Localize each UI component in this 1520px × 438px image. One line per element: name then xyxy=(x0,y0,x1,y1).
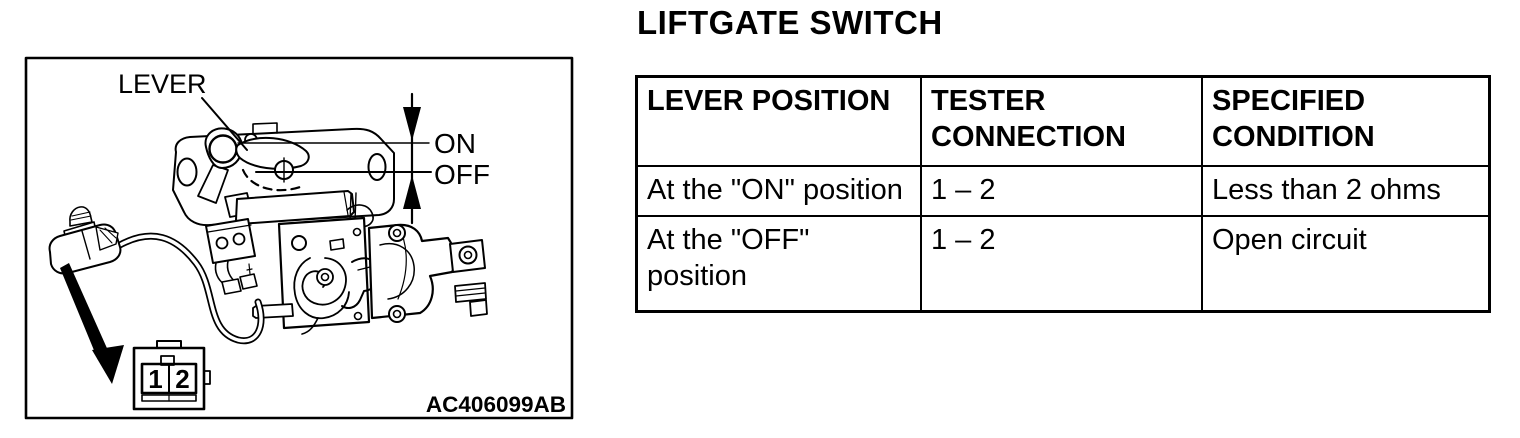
pointer-arrow xyxy=(60,263,124,384)
actuator-housing xyxy=(367,223,457,323)
microswitch-block xyxy=(205,218,258,295)
leader-line xyxy=(201,97,248,151)
down-arrow-icon xyxy=(403,107,421,141)
lever-label: LEVER xyxy=(118,69,207,99)
on-label: ON xyxy=(434,128,476,159)
trim-clip xyxy=(69,206,93,227)
row1-specified-condition: Less than 2 ohms xyxy=(1203,167,1488,217)
row2-lever-position: At the "OFF" position xyxy=(638,217,922,310)
row2-specified-condition: Open circuit xyxy=(1212,224,1367,256)
row1-tester-connection: 1 – 2 xyxy=(922,167,1203,217)
lever-travel-arc xyxy=(241,168,305,192)
lever-callout: LEVER xyxy=(118,69,248,151)
pin-2-label: 2 xyxy=(175,364,189,394)
header-lever-position: LEVER POSITION xyxy=(638,78,922,167)
header-tester-connection: TESTER CONNECTION xyxy=(922,78,1203,167)
wire-harness xyxy=(114,232,265,345)
row1-lever-position: At the "ON" position xyxy=(638,167,922,217)
off-label: OFF xyxy=(434,159,490,190)
spec-table: LEVER POSITION TESTER CONNECTION SPECIFI… xyxy=(635,75,1491,313)
pin-1-label: 1 xyxy=(148,364,162,394)
harness-connector xyxy=(48,206,122,275)
connector-pinout: 1 2 xyxy=(132,340,211,411)
page-title: LIFTGATE SWITCH xyxy=(637,4,943,41)
latch-rod xyxy=(235,190,374,228)
up-arrow-icon xyxy=(403,175,421,209)
figure-code: AC406099AB xyxy=(426,392,566,417)
on-off-indicator: ON OFF xyxy=(237,92,490,225)
mounting-bracket xyxy=(449,239,488,317)
liftgate-switch-figure: 1 2 ON OFF LEVER AC406099AB xyxy=(24,56,574,420)
row2-tester-connection: 1 – 2 xyxy=(922,217,1203,310)
header-specified-condition: SPECIFIED CONDITION xyxy=(1203,78,1488,167)
